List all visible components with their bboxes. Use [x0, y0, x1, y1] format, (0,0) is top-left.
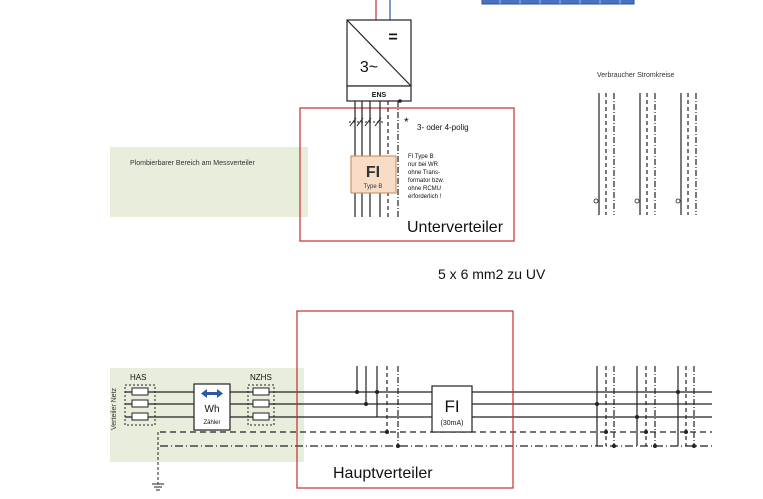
rcd-main-rating: (30mA): [441, 420, 464, 427]
sub-distribution-title: Unterverteiler: [407, 219, 504, 236]
sealable-area-label: Plombierbarer Bereich am Messverteiler: [130, 160, 256, 167]
rcd-sub-symbol: FI: [366, 164, 380, 181]
consumer-circuit-breaker-icon: [593, 198, 681, 204]
main-distribution-title: Hauptverteiler: [333, 465, 433, 482]
main-consumer-junctions: [595, 390, 696, 448]
pole-note-mark: *: [404, 115, 409, 129]
meter-symbol-text: Wh: [205, 404, 220, 415]
grid-label: Verteiler Netz: [111, 387, 118, 430]
rcd-type-b-symbol: FI Type B: [350, 155, 397, 194]
ground-icon: [152, 432, 164, 491]
rcd-note-line: formator bzw.: [408, 178, 444, 184]
inverter-ac-symbol: 3~: [360, 59, 378, 76]
rcd-main-symbol: FI: [444, 397, 459, 416]
main-distribution-region: [296, 310, 514, 489]
inverter-dc-symbol: =: [388, 29, 397, 46]
consumer-circuits-wires: [598, 93, 697, 215]
nzhs-label: NZHS: [250, 373, 272, 382]
has-fuses: [124, 384, 156, 426]
meter-symbol: Wh Zähler: [193, 383, 231, 431]
isolator-switch-icon: [349, 117, 384, 127]
rcd-sub-type: Type B: [364, 184, 383, 190]
bidirectional-arrow-icon: [201, 389, 223, 398]
sealable-area: [110, 147, 308, 217]
cable-note: 5 x 6 mm2 zu UV: [438, 266, 546, 282]
consumer-circuits-label: Verbraucher Stromkreise: [597, 72, 675, 79]
feeder-wires: [356, 366, 399, 446]
rcd-note-line: ohne RCMU: [408, 186, 441, 192]
rcd-note-line: erforderlich !: [408, 194, 442, 200]
main-consumer-wires: [596, 366, 695, 446]
sub-distribution-region: [299, 107, 515, 242]
feeder-junctions: [355, 390, 400, 448]
rcd-30ma-symbol: FI (30mA): [431, 385, 473, 433]
solar-panel-icon: [481, 0, 635, 5]
has-label: HAS: [130, 373, 146, 382]
rcd-note-line: ohne Trans-: [408, 170, 440, 176]
nzhs-fuses: [247, 384, 275, 426]
rcd-note-line: FI Type B: [408, 154, 434, 160]
meter-label: Zähler: [203, 420, 220, 426]
ens-label: ENS: [372, 92, 387, 99]
rcd-note: FI Type B nur bei WR ohne Trans- formato…: [408, 154, 444, 200]
rcd-note-line: nur bei WR: [408, 162, 439, 168]
inverter-symbol: = 3~ ENS: [346, 19, 412, 102]
pole-note: 3- oder 4-polig: [417, 123, 469, 132]
